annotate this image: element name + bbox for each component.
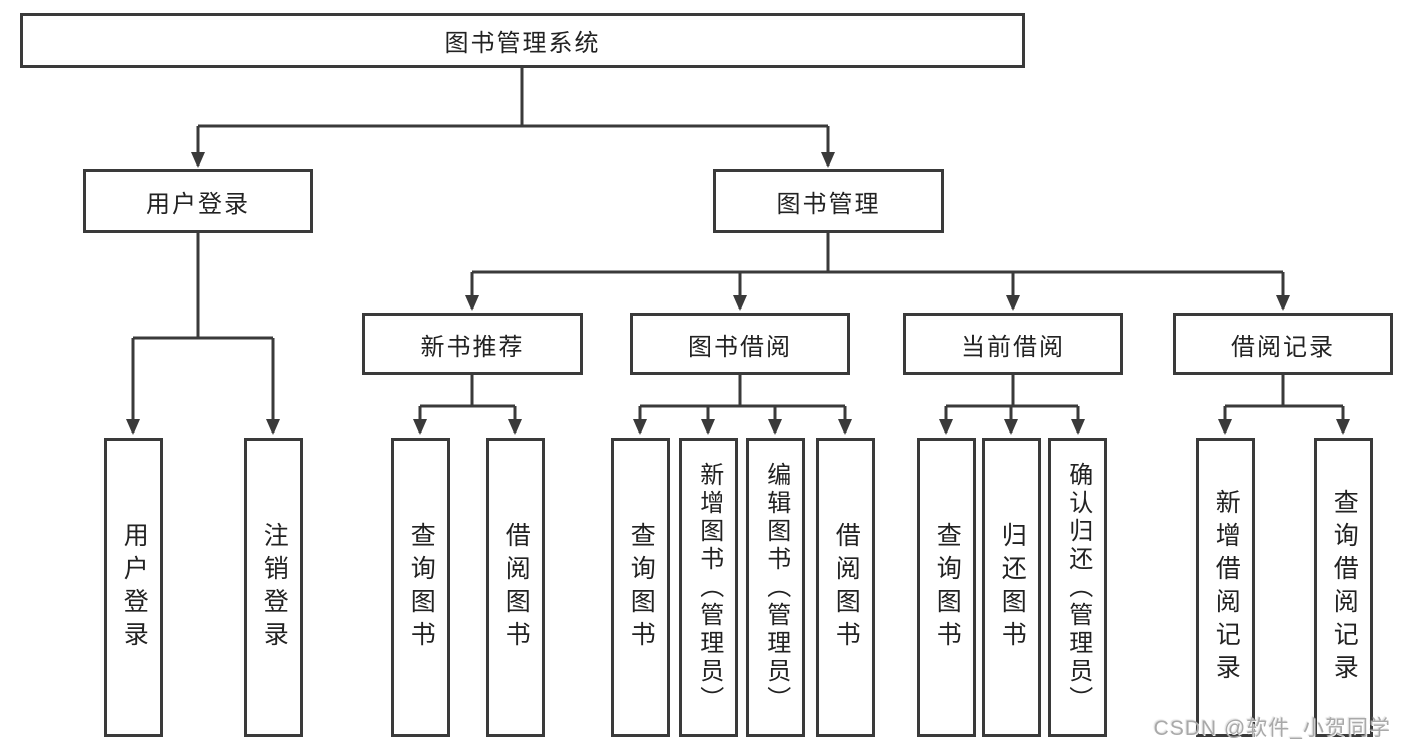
leaf-borrow-books-2: 借阅图书	[816, 438, 875, 737]
node-label: 查询图书	[407, 521, 436, 654]
node-label: 借阅记录	[1231, 333, 1335, 361]
node-label: 图书管理	[776, 190, 881, 218]
node-label: 新增借阅记录	[1212, 488, 1241, 687]
leaf-query-books-2: 查询图书	[611, 438, 670, 737]
node-book-borrow: 图书借阅	[630, 313, 850, 375]
node-label: 借阅图书	[502, 521, 531, 654]
leaf-return-books: 归还图书	[982, 438, 1041, 737]
node-label: 新书推荐	[420, 333, 525, 361]
leaf-query-books-3: 查询图书	[917, 438, 976, 737]
node-label: 新增图书（管理员）	[695, 461, 723, 714]
leaf-edit-books-admin: 编辑图书（管理员）	[746, 438, 805, 737]
leaf-confirm-return-admin: 确认归还（管理员）	[1048, 438, 1107, 737]
node-label: 图书借阅	[688, 333, 792, 361]
node-current-borrow: 当前借阅	[903, 313, 1123, 375]
leaf-add-borrow-record: 新增借阅记录	[1196, 438, 1255, 737]
node-label: 查询图书	[627, 521, 656, 654]
node-label: 确认归还（管理员）	[1064, 461, 1092, 714]
node-label: 用户登录	[146, 190, 250, 218]
leaf-user-login: 用户登录	[104, 438, 163, 737]
node-label: 查询图书	[933, 521, 962, 654]
node-book-management: 图书管理	[713, 169, 944, 233]
node-label: 当前借阅	[961, 333, 1065, 361]
node-label: 用户登录	[120, 521, 149, 654]
node-user-login: 用户登录	[83, 169, 313, 233]
node-label: 图书管理系统	[444, 30, 601, 57]
node-new-book-recommend: 新书推荐	[362, 313, 583, 375]
node-label: 查询借阅记录	[1330, 488, 1359, 687]
node-label: 借阅图书	[832, 521, 861, 654]
node-root: 图书管理系统	[20, 13, 1025, 68]
leaf-borrow-books-1: 借阅图书	[486, 438, 545, 737]
leaf-query-books-1: 查询图书	[391, 438, 450, 737]
node-label: 编辑图书（管理员）	[762, 461, 790, 714]
node-label: 归还图书	[998, 521, 1027, 654]
leaf-logout: 注销登录	[244, 438, 303, 737]
leaf-add-books-admin: 新增图书（管理员）	[679, 438, 738, 737]
watermark-text: CSDN @软件_小贺同学	[1153, 717, 1391, 740]
node-borrow-records: 借阅记录	[1173, 313, 1393, 375]
node-label: 注销登录	[260, 521, 289, 654]
leaf-query-borrow-record: 查询借阅记录	[1314, 438, 1373, 737]
